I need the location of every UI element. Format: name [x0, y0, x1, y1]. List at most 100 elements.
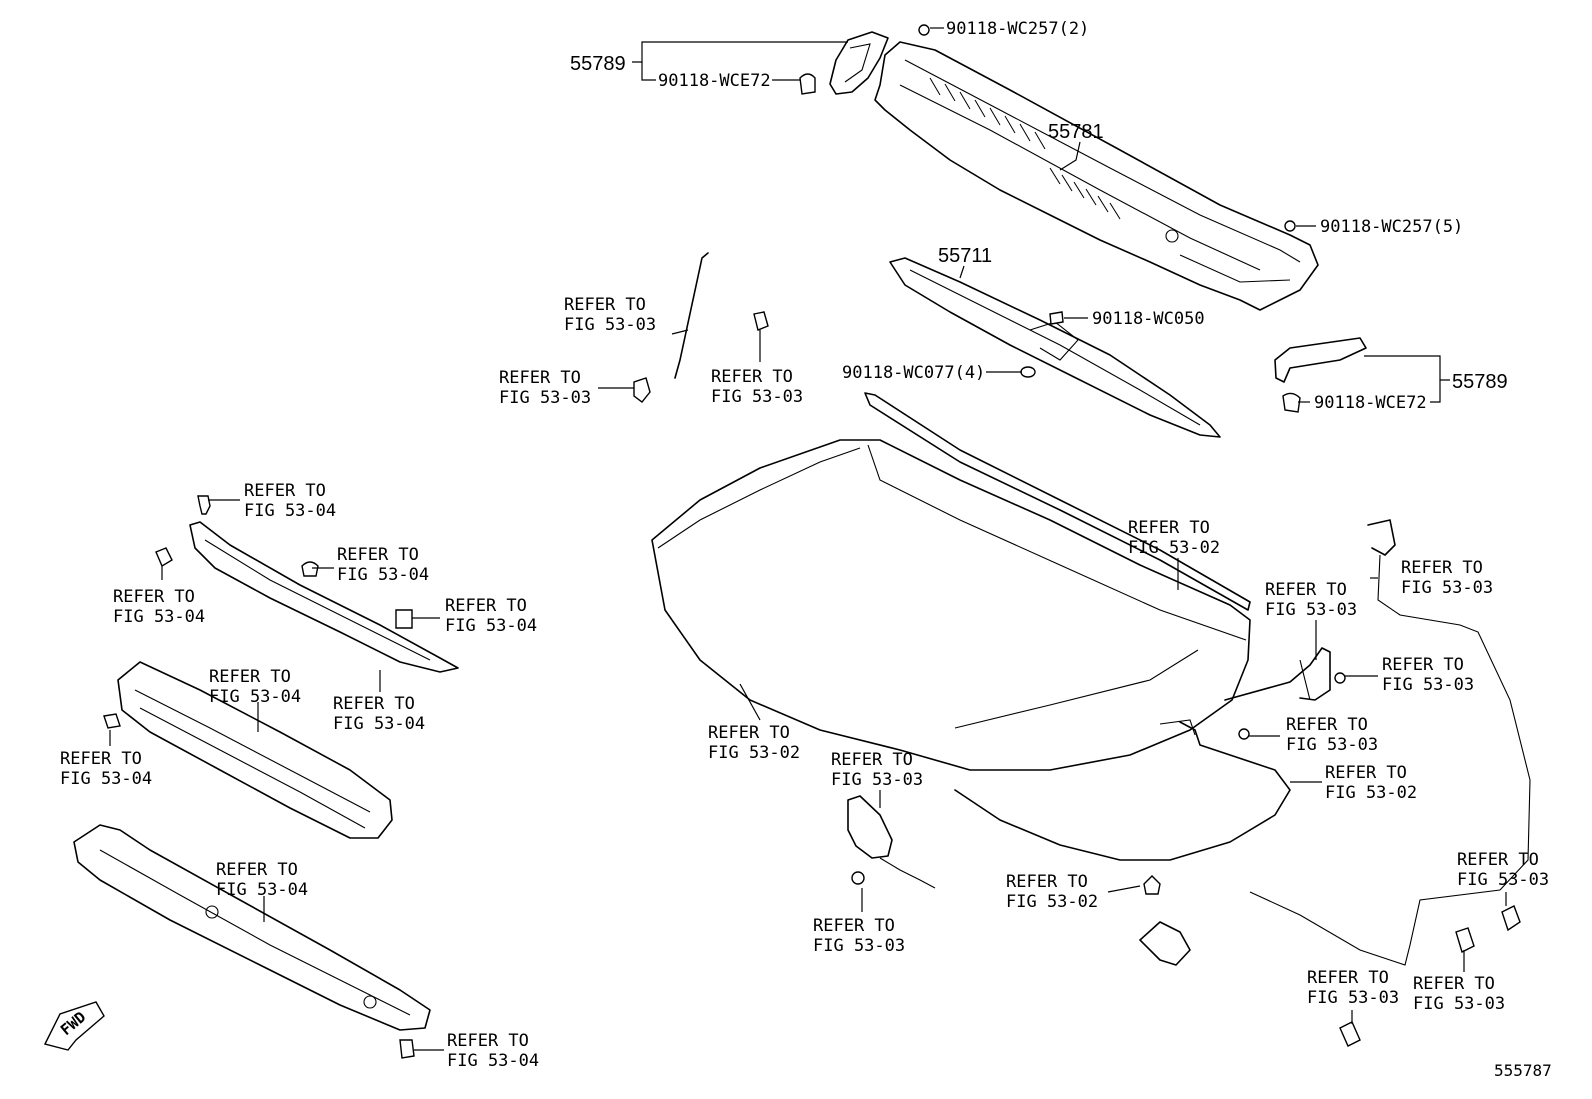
cable-clip-1[interactable] [1501, 905, 1521, 932]
svg-text:FIG 53-03: FIG 53-03 [1413, 994, 1505, 1014]
hood-release-cable[interactable] [1249, 519, 1531, 966]
svg-text:FIG 53-02: FIG 53-02 [708, 743, 800, 763]
svg-text:FIG 53-03: FIG 53-03 [1382, 675, 1474, 695]
lower-support-bolt[interactable] [399, 1039, 415, 1059]
svg-text:REFER TO: REFER TO [445, 596, 527, 616]
lower-radiator-support[interactable] [73, 824, 431, 1031]
part-number-labels: 55789 55781 55711 55789 [570, 53, 1508, 393]
hood-bumper[interactable] [1143, 875, 1161, 895]
svg-text:REFER TO: REFER TO [1401, 558, 1483, 578]
ref-support-spring: REFER TO FIG 53-04 [445, 596, 537, 636]
ref-hinge-bolt: REFER TO FIG 53-03 [1382, 655, 1474, 695]
hinge-bolt[interactable] [1238, 672, 1346, 740]
clip-wc077[interactable] [1020, 366, 1036, 378]
cable-clip-2[interactable] [1455, 927, 1475, 953]
clip-wc257-right[interactable] [1284, 220, 1296, 232]
support-cushion[interactable] [301, 561, 319, 577]
svg-text:FIG 53-02: FIG 53-02 [1128, 538, 1220, 558]
svg-text:REFER TO: REFER TO [60, 749, 142, 769]
label-wc077-4: 90118-WC077(4) [842, 363, 985, 383]
grille-bolt[interactable] [103, 713, 121, 729]
label-55789-left: 55789 [570, 53, 626, 75]
hood-insulator[interactable] [954, 719, 1291, 861]
svg-text:FIG 53-02: FIG 53-02 [1006, 892, 1098, 912]
svg-text:FIG 53-03: FIG 53-03 [1265, 600, 1357, 620]
ref-lower-support: REFER TO FIG 53-04 [216, 860, 308, 900]
hood-hinge[interactable] [1224, 647, 1331, 701]
svg-text:FIG 53-04: FIG 53-04 [60, 769, 152, 789]
ref-lock-bolt: REFER TO FIG 53-03 [813, 916, 905, 956]
ref-rod: REFER TO FIG 53-03 [564, 295, 656, 335]
ref-upper-support: REFER TO FIG 53-04 [333, 694, 425, 734]
label-wc050: 90118-WC050 [1092, 309, 1205, 329]
ref-hinge-bolt-lower: REFER TO FIG 53-03 [1286, 715, 1378, 755]
svg-text:REFER TO: REFER TO [1006, 872, 1088, 892]
svg-text:REFER TO: REFER TO [447, 1031, 529, 1051]
svg-text:REFER TO: REFER TO [711, 367, 793, 387]
ref-support-bolt-side: REFER TO FIG 53-04 [113, 587, 205, 627]
svg-text:FIG 53-03: FIG 53-03 [813, 936, 905, 956]
fwd-arrow-icon: FWD [43, 1001, 105, 1051]
rod-clip-small[interactable] [753, 311, 769, 331]
hood-striker[interactable] [1139, 921, 1191, 966]
cowl-top-ventilator-louver[interactable] [874, 41, 1319, 311]
svg-text:REFER TO: REFER TO [333, 694, 415, 714]
radiator-grille-support[interactable] [117, 661, 393, 839]
hood-panel[interactable] [651, 392, 1251, 771]
svg-text:REFER TO: REFER TO [564, 295, 646, 315]
label-55711: 55711 [938, 245, 992, 267]
svg-text:FIG 53-03: FIG 53-03 [1307, 988, 1399, 1008]
cable-clip-3[interactable] [1339, 1021, 1361, 1047]
ref-hood-panel: REFER TO FIG 53-02 [708, 723, 800, 763]
lock-bolt[interactable] [851, 871, 865, 885]
svg-text:REFER TO: REFER TO [1307, 968, 1389, 988]
cowl-side-panel-left[interactable] [829, 31, 889, 95]
ref-grille-support: REFER TO FIG 53-04 [209, 667, 301, 707]
svg-text:FIG 53-03: FIG 53-03 [564, 315, 656, 335]
hood-lock-assembly[interactable] [847, 795, 936, 889]
svg-text:FIG 53-04: FIG 53-04 [244, 501, 336, 521]
svg-text:FIG 53-03: FIG 53-03 [1401, 578, 1493, 598]
clip-wc257-top[interactable] [918, 24, 930, 36]
svg-text:FIG 53-02: FIG 53-02 [1325, 783, 1417, 803]
radiator-support-upper[interactable] [189, 521, 459, 673]
svg-text:FIG 53-04: FIG 53-04 [113, 607, 205, 627]
label-55789-right: 55789 [1452, 371, 1508, 393]
svg-text:REFER TO: REFER TO [1325, 763, 1407, 783]
clip-wce72-right[interactable] [1282, 392, 1301, 413]
svg-text:REFER TO: REFER TO [113, 587, 195, 607]
svg-text:REFER TO: REFER TO [1382, 655, 1464, 675]
svg-text:REFER TO: REFER TO [831, 750, 913, 770]
label-55781: 55781 [1048, 121, 1104, 143]
ref-rod-holder: REFER TO FIG 53-03 [499, 368, 591, 408]
ref-hood-seal: REFER TO FIG 53-02 [1128, 518, 1220, 558]
hood-support-rod[interactable] [674, 252, 709, 379]
svg-text:FIG 53-03: FIG 53-03 [831, 770, 923, 790]
ref-cable-clip-1: REFER TO FIG 53-03 [1457, 850, 1549, 890]
ref-support-bolt-top: REFER TO FIG 53-04 [244, 481, 336, 521]
cowl-side-panel-right[interactable] [1274, 337, 1367, 383]
svg-text:REFER TO: REFER TO [337, 545, 419, 565]
ref-cable-top: REFER TO FIG 53-03 [1401, 558, 1493, 598]
cowl-top-panel-outer-front[interactable] [889, 257, 1221, 438]
rod-holder-clip[interactable] [633, 377, 651, 403]
label-wc257-2: 90118-WC257(2) [946, 19, 1089, 39]
fastener-labels: 90118-WC257(2) 90118-WCE72 90118-WC257(5… [658, 19, 1463, 413]
svg-text:REFER TO: REFER TO [499, 368, 581, 388]
support-spring[interactable] [395, 609, 413, 629]
ref-hinge: REFER TO FIG 53-03 [1265, 580, 1357, 620]
ref-cable-clip-2: REFER TO FIG 53-03 [1413, 974, 1505, 1014]
ref-lower-bolt: REFER TO FIG 53-04 [447, 1031, 539, 1071]
support-bolt-top[interactable] [197, 495, 211, 515]
ref-bumper: REFER TO FIG 53-02 [1006, 872, 1098, 912]
clip-wce72-left[interactable] [799, 73, 816, 95]
svg-text:REFER TO: REFER TO [1265, 580, 1347, 600]
ref-rod-clip: REFER TO FIG 53-03 [711, 367, 803, 407]
svg-text:REFER TO: REFER TO [216, 860, 298, 880]
bolt-wc050[interactable] [1049, 311, 1064, 325]
label-wc257-5: 90118-WC257(5) [1320, 217, 1463, 237]
svg-text:REFER TO: REFER TO [708, 723, 790, 743]
leader-lines [109, 27, 1507, 1051]
support-bolt-side[interactable] [155, 547, 173, 568]
